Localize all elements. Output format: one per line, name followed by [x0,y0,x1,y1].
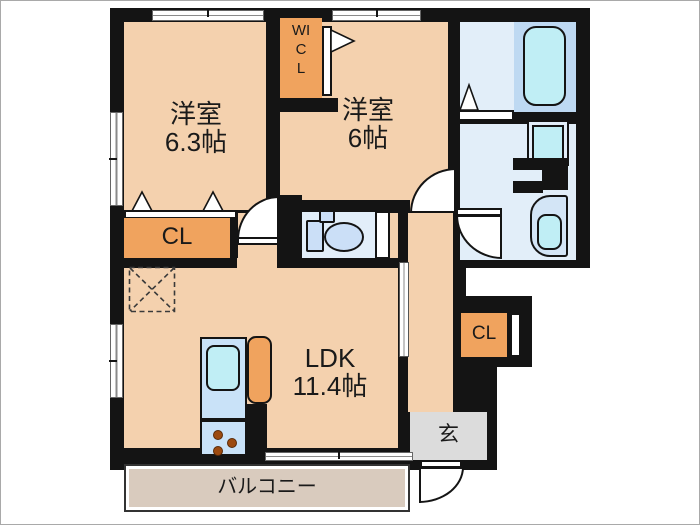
room-western1-name: 洋室 [169,99,222,129]
hallway-floor [408,213,453,412]
entrance-label: 玄 [438,423,459,446]
window-top-western2 [332,9,421,21]
window-balcony-sliding [265,451,413,461]
kitchen-sink [206,345,240,391]
washroom-partition-bottom [513,181,543,193]
room-western2-label: 洋室 6帖 [308,96,428,152]
room-western2-name: 洋室 [341,95,394,125]
wall-left-of-toilet [277,195,302,268]
room-ldk-size: 11.4帖 [292,371,368,402]
entry-door-arc [419,467,464,503]
toilet-door-panel [375,211,390,259]
room-ldk-name: LDK [304,343,356,373]
room-western1-floor [124,22,266,210]
window-left-ldk [109,324,123,398]
closet1-double-door-triangles-icon [130,190,225,212]
entrance-floor [410,412,487,460]
closet1-label: CL [161,223,193,250]
room-western1-label: 洋室 6.3帖 [136,100,256,156]
wicl-door-panel [322,26,332,96]
wall-beside-kitchen [247,404,267,462]
toilet-bowl [324,222,364,252]
balcony-label: バルコニー [217,476,317,498]
toilet-tank [306,220,324,252]
door-leaf-western1 [237,237,279,245]
ldk-hallway-sliding-door [399,262,409,357]
room-western1-size: 6.3帖 [164,127,228,158]
washing-machine-pan-inner [532,125,564,161]
wall-above-toilet [302,200,410,213]
washroom-partition-spine [542,158,568,190]
wall-under-wicl [266,98,338,112]
room-western2-size: 6帖 [347,123,389,154]
closet1 [124,218,230,258]
room-ldk-label: LDK 11.4帖 [268,344,392,400]
wicl-closet: WICL [280,18,322,98]
washbasin-bowl [537,214,562,250]
wicl-door-triangle-icon [330,28,356,54]
toilet-flush-box [319,210,335,223]
stove [200,420,247,456]
balcony: バルコニー [124,464,410,512]
dashed-storage-box-icon [128,266,176,313]
closet2 [461,313,507,357]
wall-hallway-right [453,262,466,300]
wall-right-of-closet1 [228,210,238,258]
stove-burner [213,446,223,456]
window-top-western1 [152,9,264,21]
bathroom-door-track [458,110,514,121]
stove-burner [213,430,223,440]
wall-under-closet1 [124,258,237,268]
closet2-door-panel [510,313,521,357]
wall-below-toilet [302,258,398,268]
bathroom-folding-door-triangle-icon [458,82,480,111]
window-left-western1 [109,112,123,206]
stove-burner [227,438,237,448]
refrigerator-space [247,336,272,404]
wicl-label: WICL [291,22,311,77]
bathtub [523,26,566,106]
closet2-label: CL [471,323,497,344]
